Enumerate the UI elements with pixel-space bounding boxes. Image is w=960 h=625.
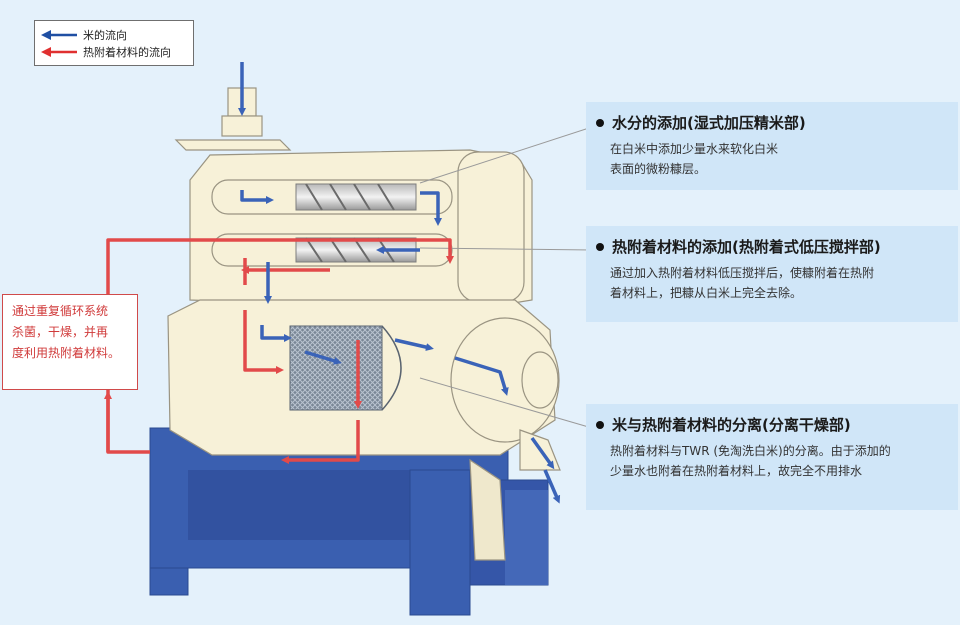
recycle-note: 通过重复循环系统 杀菌，干燥，并再 度利用热附着材料。 xyxy=(2,294,138,390)
red-arrow-icon xyxy=(41,47,77,57)
recycle-note-line: 度利用热附着材料。 xyxy=(12,346,121,360)
section-title: 热附着材料的添加(热附着式低压搅拌部) xyxy=(612,238,881,256)
section-desc-line: 通过加入热附着材料低压搅拌后，使糠附着在热附 xyxy=(610,266,875,280)
flow-legend: 米的流向 热附着材料的流向 xyxy=(34,20,194,66)
bullet-icon xyxy=(596,420,604,429)
rice-flow xyxy=(238,62,561,504)
bullet-icon xyxy=(596,118,604,127)
section-separation: 米与热附着材料的分离(分离干燥部) 热附着材料与TWR (免淘洗白米)的分离。由… xyxy=(586,404,958,510)
section-desc-line: 表面的微粉糠层。 xyxy=(610,162,707,176)
section-desc-line: 少量水也附着在热附着材料上，故完全不用排水 xyxy=(610,464,863,478)
heat-material-flow xyxy=(104,238,454,464)
section-desc-line: 热附着材料与TWR (免淘洗白米)的分离。由于添加的 xyxy=(610,444,891,458)
section-desc-line: 在白米中添加少量水来软化白米 xyxy=(610,142,779,156)
section-title: 水分的添加(湿式加压精米部) xyxy=(612,114,806,132)
screen-drum xyxy=(289,325,402,411)
legend-rice-flow: 米的流向 xyxy=(83,29,127,42)
section-heat-material-addition: 热附着材料的添加(热附着式低压搅拌部) 通过加入热附着材料低压搅拌后，使糠附着在… xyxy=(586,226,958,322)
recycle-note-line: 杀菌，干燥，并再 xyxy=(12,325,109,339)
section-title: 米与热附着材料的分离(分离干燥部) xyxy=(612,416,851,434)
upper-roller xyxy=(295,183,417,211)
recycle-note-line: 通过重复循环系统 xyxy=(12,304,109,318)
legend-heat-material-flow: 热附着材料的流向 xyxy=(83,46,171,59)
section-moisture-addition: 水分的添加(湿式加压精米部) 在白米中添加少量水来软化白米 表面的微粉糠层。 xyxy=(586,102,958,190)
bullet-icon xyxy=(596,242,604,251)
blue-arrow-icon xyxy=(41,30,77,40)
section-desc-line: 着材料上，把糠从白米上完全去除。 xyxy=(610,286,803,300)
